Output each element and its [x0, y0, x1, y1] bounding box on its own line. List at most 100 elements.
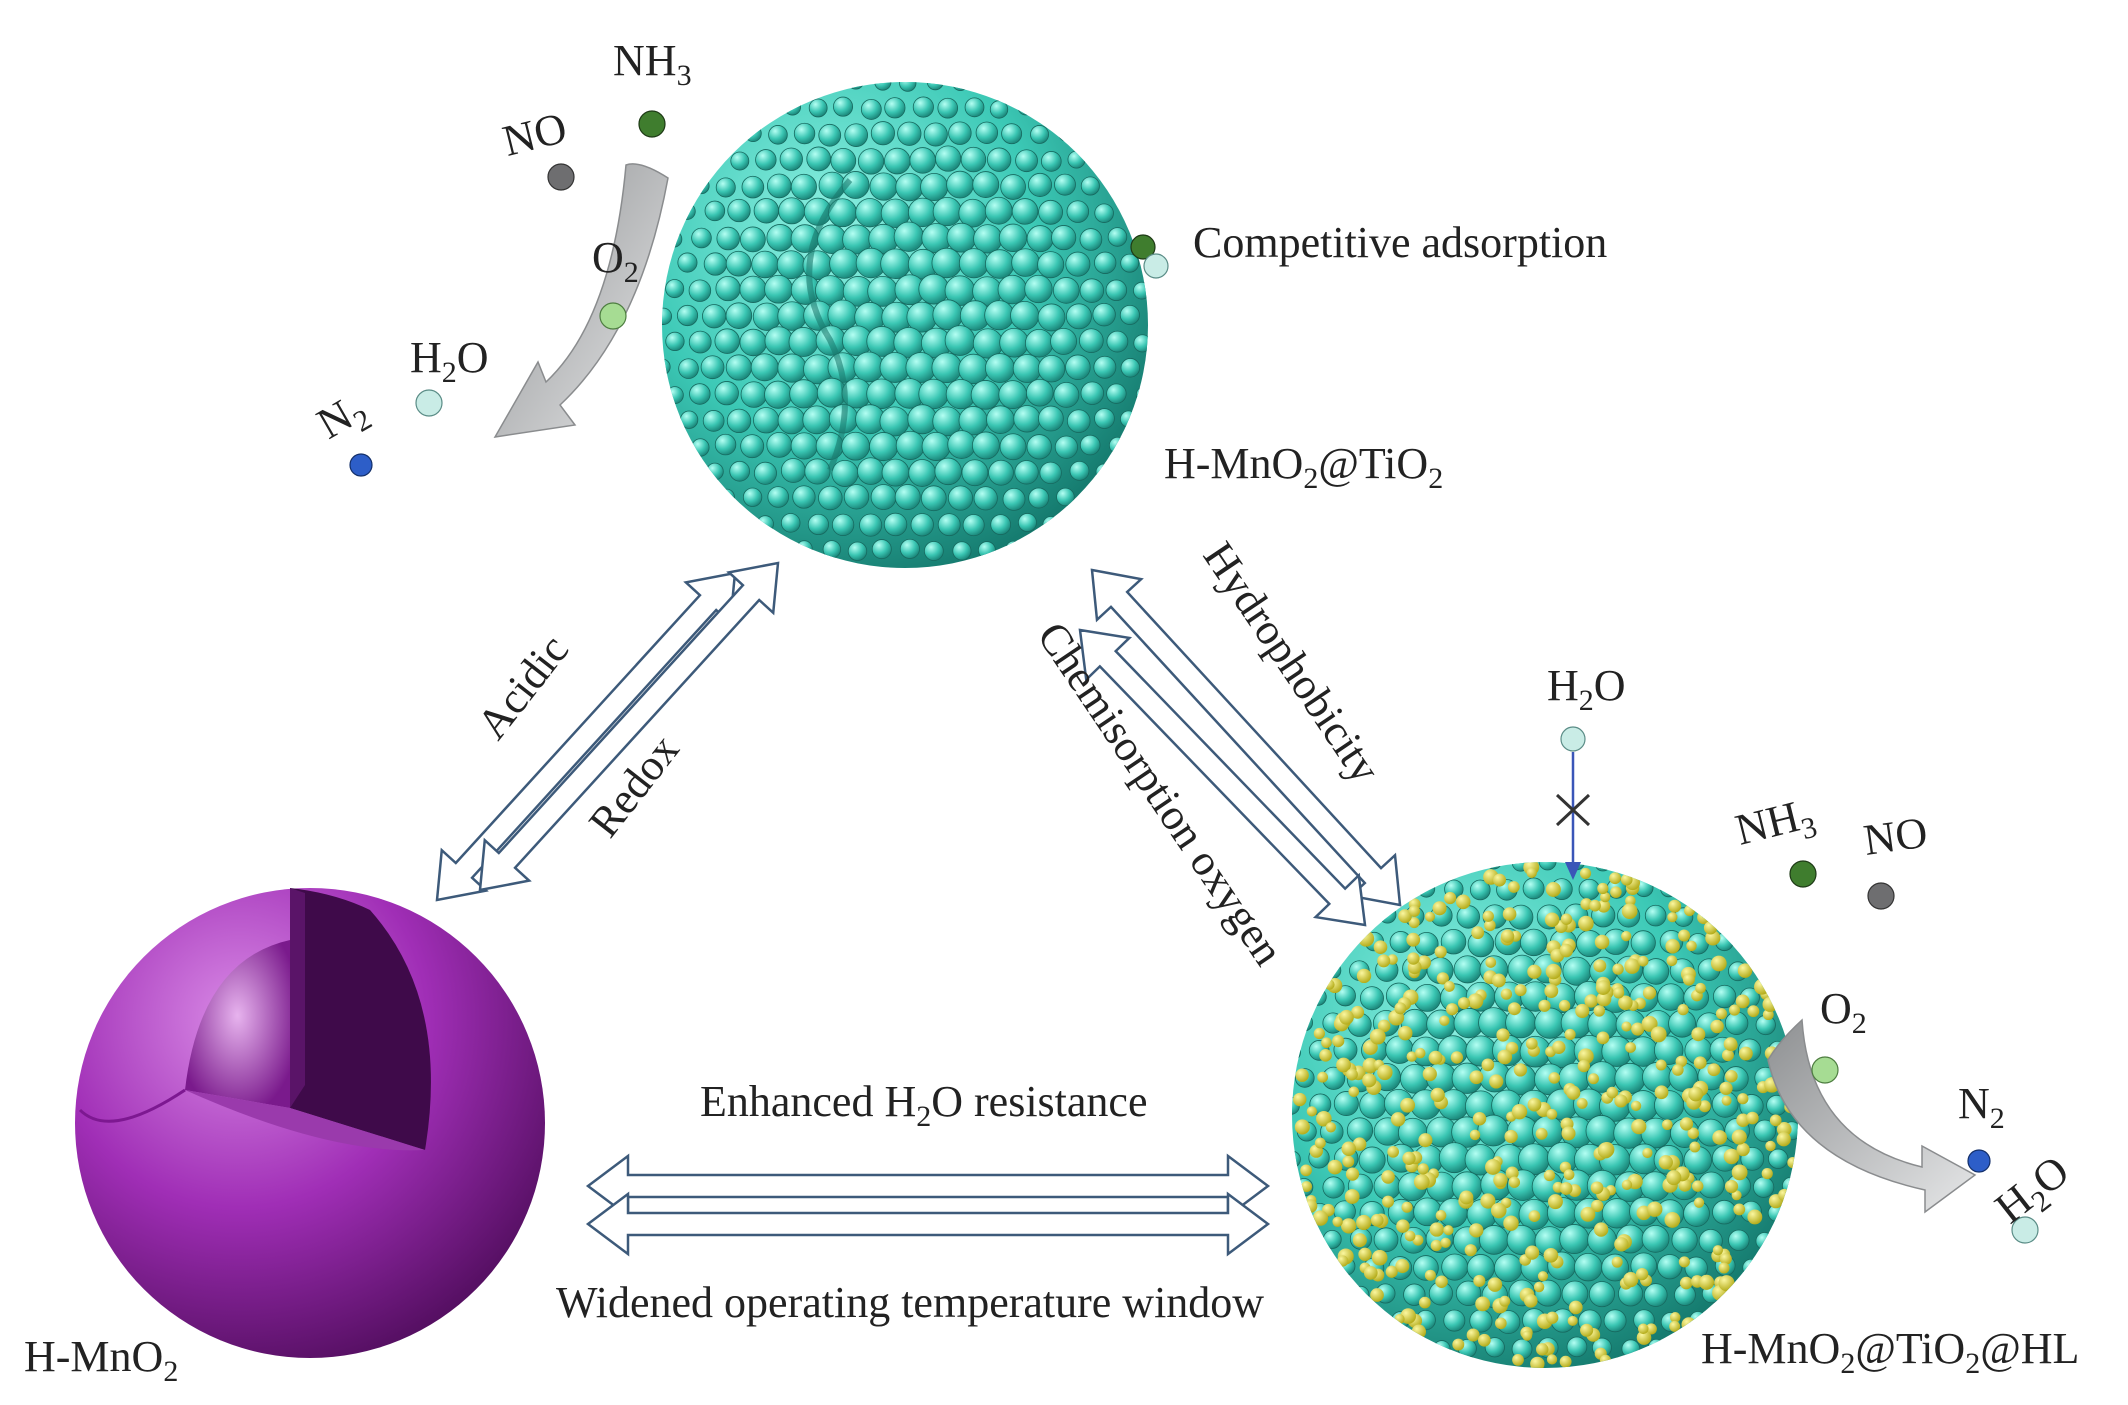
hl-particle — [1530, 1356, 1545, 1368]
tio2-particle — [1654, 1035, 1684, 1065]
tio2-particle — [1455, 1280, 1482, 1307]
hl-particle — [1398, 1025, 1413, 1041]
tio2-particle — [984, 196, 1013, 225]
tio2-particle — [944, 325, 976, 356]
hl-particle — [1401, 1201, 1413, 1213]
hl-particle — [1535, 1127, 1548, 1140]
h2o-dot-right — [2011, 1216, 2039, 1244]
hl-particle — [1545, 963, 1562, 980]
hl-particle — [1527, 1097, 1542, 1112]
hl-particle — [1507, 1002, 1521, 1016]
hl-particle — [1578, 915, 1594, 932]
tio2-particle — [1001, 123, 1023, 145]
hl-particle — [1669, 1312, 1681, 1323]
hl-particle — [1544, 984, 1559, 999]
tio2-particle — [1017, 99, 1035, 116]
tio2-particle — [1024, 329, 1054, 358]
hl-particle — [1452, 1338, 1465, 1351]
tio2-particle — [897, 121, 922, 146]
hl-particle — [1370, 1213, 1384, 1227]
tio2-particle — [1728, 1229, 1750, 1252]
tio2-particle — [1757, 961, 1774, 978]
hl-particle — [1580, 898, 1593, 911]
tio2-particle — [1026, 378, 1054, 407]
tio2-particle — [870, 121, 895, 146]
hl-particle — [1444, 891, 1457, 905]
hl-particle — [1371, 1249, 1388, 1266]
hl-particle — [1344, 1189, 1360, 1204]
tio2-particle — [1079, 278, 1105, 303]
hl-particle — [1595, 980, 1611, 995]
tio2-particle — [1479, 1225, 1509, 1255]
tio2-particle — [1051, 225, 1077, 251]
hl-particle — [1459, 1190, 1474, 1205]
tio2-particle — [1660, 880, 1678, 898]
hl-particle — [1332, 1216, 1343, 1227]
tio2-particle — [899, 82, 917, 92]
tio2-particle — [1712, 1199, 1737, 1225]
hl-particle — [1356, 1214, 1372, 1231]
hl-particle — [1637, 1323, 1649, 1335]
tio2-particle — [705, 152, 722, 168]
tio2-particle — [895, 172, 924, 202]
hl-particle — [1469, 1223, 1484, 1238]
tio2-particle — [1079, 228, 1103, 251]
hl-particle — [1630, 1100, 1642, 1112]
tio2-particle — [947, 485, 974, 511]
tio2-particle — [742, 487, 763, 507]
tio2-particle — [689, 383, 711, 405]
hl-particle — [1313, 1027, 1325, 1040]
hl-particle — [1762, 996, 1778, 1012]
hl-particle — [1548, 1072, 1561, 1084]
tio2-particle — [1080, 381, 1105, 405]
tio2-particle — [1440, 928, 1467, 955]
tio2-particle — [691, 438, 710, 457]
tio2-particle — [795, 540, 813, 558]
hl-particle — [1559, 1182, 1573, 1195]
hl-particle — [1693, 1197, 1705, 1208]
hl-particle — [1406, 932, 1421, 947]
tio2-particle — [912, 96, 934, 118]
hl-particle — [1430, 1087, 1445, 1103]
hl-particle — [1735, 994, 1750, 1009]
tio2-particle — [1095, 463, 1113, 481]
tio2-particle — [1647, 1338, 1665, 1356]
hl-particle — [1613, 987, 1625, 999]
hl-particle — [1319, 1049, 1332, 1062]
hl-particle — [1472, 1112, 1487, 1126]
hl-particle — [1481, 1058, 1495, 1072]
tio2-particle — [1037, 355, 1066, 383]
hl-particle — [1733, 1203, 1746, 1216]
tio2-particle — [1024, 274, 1053, 304]
tio2-particle — [758, 99, 774, 115]
tio2-particle — [829, 248, 860, 279]
hl-particle — [1436, 972, 1449, 985]
tio2-particle — [952, 82, 969, 91]
hl-particle — [1623, 1272, 1639, 1288]
tio2-particle — [1493, 1253, 1523, 1283]
hl-particle — [1691, 1180, 1704, 1192]
tio2-particle — [1559, 1224, 1590, 1255]
tio2-particle — [1338, 935, 1355, 952]
no-label-top: NO — [498, 103, 572, 166]
h2o-blocked-dot — [1560, 726, 1586, 752]
widened-window-label: Widened operating temperature window — [556, 1278, 1264, 1327]
hl-particle — [1455, 894, 1471, 910]
tio2-particle — [715, 177, 736, 198]
hl-particle — [1527, 964, 1542, 979]
hl-particle — [1396, 1219, 1410, 1233]
hl-particle — [1543, 1169, 1556, 1182]
tio2-particle — [920, 172, 949, 202]
double-arrow-widened — [585, 1191, 1271, 1257]
tio2-particle — [831, 513, 855, 537]
tio2-particle — [1094, 203, 1114, 223]
hl-particle — [1362, 1073, 1377, 1088]
hl-particle — [1336, 1057, 1351, 1073]
tio2-particle — [1065, 251, 1091, 277]
hl-particle — [1413, 1174, 1430, 1190]
hl-particle — [1505, 1166, 1519, 1180]
tio2-particle — [946, 222, 977, 253]
hl-particle — [1642, 986, 1657, 1000]
hl-particle — [1596, 991, 1612, 1007]
tio2-particle — [1079, 434, 1101, 456]
